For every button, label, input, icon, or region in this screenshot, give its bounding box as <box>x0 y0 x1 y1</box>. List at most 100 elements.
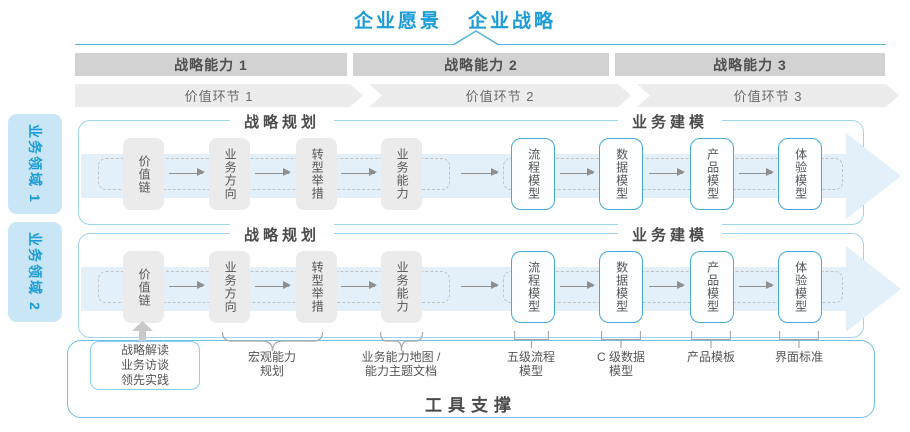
bracket-icon <box>691 331 731 348</box>
box-experience-model: 体验模型 <box>778 251 822 323</box>
flow-arrow-icon <box>341 281 377 290</box>
dashed-track-strategy <box>98 158 450 190</box>
flow-arrow-icon <box>739 281 774 290</box>
box-label: 数据模型 <box>614 148 629 200</box>
box-label: 流程模型 <box>526 148 541 200</box>
box-label: 价值链 <box>137 267 152 307</box>
annotation-line: 模型 <box>608 364 634 378</box>
domain-label: 业务领域 2 <box>27 232 43 312</box>
box-label: 价值链 <box>137 154 152 194</box>
annotation-macro-capability: 宏观能力 规划 <box>248 350 296 378</box>
annotation-c-level-data-model: C 级数据 模型 <box>597 350 645 378</box>
domain-label: 业务领域 1 <box>27 124 43 204</box>
strategy-title: 企业战略 <box>468 11 557 32</box>
flow-arrow-icon <box>560 168 595 177</box>
tool-support-container: 工具支撑 <box>67 340 875 418</box>
capability-label: 战略能力 1 <box>174 56 248 73</box>
value-link-segment-1: 价值环节 1 <box>75 84 363 107</box>
box-business-direction: 业务方向 <box>209 251 250 323</box>
box-label: 产品模型 <box>705 148 720 200</box>
annotation-capability-map: 业务能力地图 / 能力主题文档 <box>362 350 441 378</box>
annotation-line: 界面标准 <box>774 350 824 364</box>
box-label: 体验模型 <box>793 261 808 313</box>
curly-brace-icon <box>222 332 323 352</box>
box-label: 转型举措 <box>310 148 325 200</box>
tool-support-title: 工具支撑 <box>425 396 517 415</box>
annotation-line: 产品模板 <box>686 350 736 364</box>
box-transformation-initiatives: 转型举措 <box>296 138 337 210</box>
value-link-label: 价值环节 2 <box>465 89 535 104</box>
flow-arrow-icon <box>461 168 499 177</box>
section-title-business-modeling: 业务建模 <box>617 224 723 245</box>
sidebar-domain-1: 业务领域 1 <box>8 114 62 214</box>
capability-label: 战略能力 3 <box>713 56 787 73</box>
arrow-up-icon <box>132 321 153 341</box>
box-label: 体验模型 <box>793 148 808 200</box>
value-link-segment-2: 价值环节 2 <box>369 84 631 107</box>
box-value-chain: 价值链 <box>123 251 164 323</box>
box-process-model: 流程模型 <box>511 251 555 323</box>
box-label: 业务能力 <box>395 148 410 200</box>
practice-line: 业务访谈 <box>120 358 169 372</box>
capability-bar-2: 战略能力 2 <box>353 53 609 76</box>
flow-arrow-icon <box>255 168 291 177</box>
box-value-chain: 价值链 <box>123 138 164 210</box>
box-experience-model: 体验模型 <box>778 138 822 210</box>
practice-line: 领先实践 <box>120 373 169 387</box>
flow-arrow-icon <box>461 281 499 290</box>
box-business-capability: 业务能力 <box>381 138 422 210</box>
box-business-capability: 业务能力 <box>381 251 422 323</box>
annotation-line: C 级数据 <box>596 350 646 364</box>
box-transformation-initiatives: 转型举措 <box>296 251 337 323</box>
annotation-l5-process-model: 五级流程 模型 <box>507 350 555 378</box>
box-product-model: 产品模型 <box>690 138 734 210</box>
box-business-direction: 业务方向 <box>209 138 250 210</box>
page-title: 企业愿景 企业战略 <box>0 6 910 33</box>
box-label: 业务方向 <box>223 261 238 313</box>
practice-line: 战略解读 <box>120 343 169 357</box>
annotation-line: 业务能力地图 / <box>361 350 441 364</box>
annotation-line: 模型 <box>518 364 544 378</box>
flow-arrow-icon <box>341 168 377 177</box>
flow-row-domain-1: 战略规划 业务建模 价值链 业务方向 转型举措 业务能力 流程模型 数据模型 产… <box>78 111 901 225</box>
annotation-line: 宏观能力 <box>247 350 297 364</box>
annotation-interface-standard: 界面标准 <box>775 350 823 364</box>
flow-arrow-icon <box>739 168 774 177</box>
capability-bar-1: 战略能力 1 <box>75 53 347 76</box>
flow-row-domain-2: 战略规划 业务建模 价值链 业务方向 转型举措 业务能力 流程模型 数据模型 产… <box>78 224 901 338</box>
box-process-model: 流程模型 <box>511 138 555 210</box>
flow-arrow-icon <box>649 281 685 290</box>
annotation-line: 五级流程 <box>506 350 556 364</box>
box-label: 转型举措 <box>310 261 325 313</box>
capability-bar-3: 战略能力 3 <box>615 53 885 76</box>
practice-methods-box: 战略解读 业务访谈 领先实践 <box>90 341 200 390</box>
box-label: 数据模型 <box>614 261 629 313</box>
section-title-strategy-planning: 战略规划 <box>229 224 335 245</box>
box-label: 流程模型 <box>526 261 541 313</box>
bracket-icon <box>601 331 641 348</box>
box-data-model: 数据模型 <box>599 251 643 323</box>
section-title-strategy-planning: 战略规划 <box>229 111 335 132</box>
flow-arrow-icon <box>255 281 291 290</box>
annotation-line: 规划 <box>259 364 285 378</box>
dashed-track-modeling <box>503 158 843 190</box>
annotation-line: 能力主题文档 <box>364 364 438 378</box>
bracket-icon <box>779 331 819 348</box>
vision-title: 企业愿景 <box>353 11 442 32</box>
value-link-label: 价值环节 3 <box>733 89 803 104</box>
value-link-segment-3: 价值环节 3 <box>637 84 899 107</box>
box-label: 产品模型 <box>705 261 720 313</box>
box-label: 业务能力 <box>395 261 410 313</box>
flow-arrow-icon <box>649 168 685 177</box>
caret-up-icon <box>452 30 500 46</box>
flow-arrow-icon <box>560 281 595 290</box>
flow-arrow-icon <box>169 281 205 290</box>
section-title-business-modeling: 业务建模 <box>617 111 723 132</box>
capability-label: 战略能力 2 <box>444 56 518 73</box>
dashed-track-strategy <box>98 271 450 303</box>
bracket-icon <box>514 331 549 348</box>
box-data-model: 数据模型 <box>599 138 643 210</box>
curly-brace-icon <box>380 332 423 352</box>
box-label: 业务方向 <box>223 148 238 200</box>
